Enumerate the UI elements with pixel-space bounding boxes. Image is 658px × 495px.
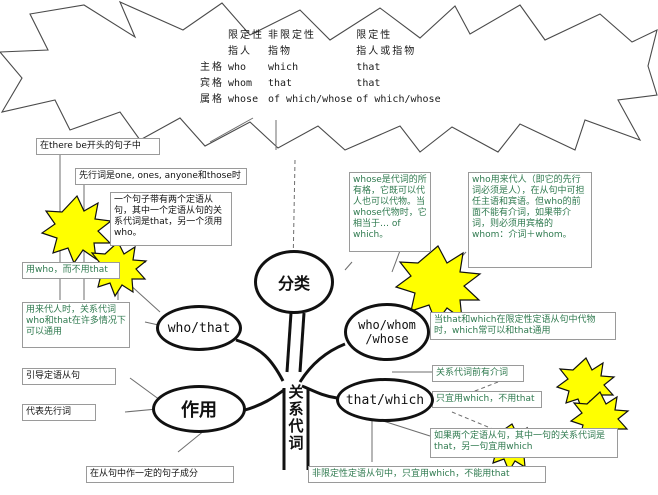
cell-possessive-thing: of which/whose [268, 94, 353, 105]
star-1-icon [40, 194, 113, 265]
note-introduce-attributive-clause[interactable]: 引导定语从句 [22, 368, 116, 385]
note-acts-as-sentence-element[interactable]: 在从句中作一定的句子成分 [86, 466, 234, 483]
center-char-1: 关 [288, 383, 304, 401]
header-restrictive-1: 限定性 [228, 30, 264, 41]
note-who-that-interchangeable[interactable]: 用来代人时，关系代词who和that在许多情况下可以通用 [22, 302, 130, 348]
header-thing: 指物 [268, 46, 292, 57]
note-two-clauses-that-who[interactable]: 一个句子带有两个定语从句，其中一个定语从句的关系代词是that，另一个须用who… [110, 192, 232, 246]
cell-possessive-person: whose [228, 94, 259, 105]
header-person-or-thing: 指人或指物 [356, 46, 417, 57]
cell-objective-thing: that [268, 78, 293, 89]
header-nonrestrictive: 非限定性 [268, 30, 316, 41]
star-4-icon [555, 357, 616, 414]
node-fenlei[interactable]: 分类 [254, 250, 334, 314]
cell-subjective-person: who [228, 62, 247, 73]
center-label-guanxidaici: 关 系 代 词 [287, 384, 305, 452]
node-zuoyong[interactable]: 作用 [152, 385, 246, 433]
note-that-which-interchangeable[interactable]: 当that和which在限定性定语从句中代物时，which常可以和that通用 [430, 312, 616, 340]
node-zuoyong-label: 作用 [181, 400, 217, 421]
note-preposition-before-pronoun[interactable]: 关系代词前有介词 [432, 365, 524, 382]
relative-pronoun-table: 限定性 非限定性 限定性 指人 指物 指人或指物 主格 who which th… [200, 26, 445, 106]
header-restrictive-2: 限定性 [356, 30, 393, 41]
note-antecedent-one-ones[interactable]: 先行词是one, ones, anyone和those时 [75, 168, 247, 185]
note-use-who-not-that[interactable]: 用who，而不用that [22, 262, 120, 279]
node-who-that[interactable]: who/that [156, 305, 242, 351]
note-only-which-not-that[interactable]: 只宜用which，不用that [432, 391, 542, 408]
center-char-3: 代 [288, 417, 304, 435]
cell-objective-person: whom [228, 78, 253, 89]
note-there-be[interactable]: 在there be开头的句子中 [36, 138, 160, 155]
row-label-objective: 宾格 [200, 78, 224, 89]
table-header-row-2: 指人 指物 指人或指物 [200, 42, 445, 58]
table-row: 属格 whose of which/whose of which/whose [200, 90, 445, 106]
table-header-row-1: 限定性 非限定性 限定性 [200, 26, 445, 42]
center-char-2: 系 [288, 400, 304, 418]
row-label-possessive: 属格 [200, 94, 224, 105]
note-represents-antecedent[interactable]: 代表先行词 [22, 404, 96, 421]
node-fenlei-label: 分类 [277, 274, 310, 293]
node-that-which-label: that/which [345, 392, 425, 408]
node-who-that-label: who/that [167, 320, 231, 336]
header-person: 指人 [228, 46, 252, 57]
table-row: 宾格 whom that that [200, 74, 445, 90]
note-nonrestrictive-only-which[interactable]: 非限定性定语从句中，只宜用which，不能用that [308, 466, 546, 483]
node-that-which[interactable]: that/which [336, 378, 434, 422]
table-row: 主格 who which that [200, 58, 445, 74]
note-whose-possessive[interactable]: whose是代词的所有格，它既可以代人也可以代物。当whose代物时，它相当于…… [349, 172, 431, 252]
node-who-whom-whose-label: who/whom /whose [358, 318, 416, 346]
row-label-subjective: 主格 [200, 62, 224, 73]
node-who-whom-whose[interactable]: who/whom /whose [344, 303, 430, 361]
cell-subjective-thing: which [268, 62, 299, 73]
cell-objective-both: that [356, 78, 381, 89]
cell-subjective-both: that [356, 62, 381, 73]
cell-possessive-both: of which/whose [356, 94, 441, 105]
note-two-clauses-that-which[interactable]: 如果两个定语从句，其中一句的关系代词是that，另一句宜用which [430, 428, 618, 458]
center-char-4: 词 [288, 434, 304, 452]
note-who-refers-to-person[interactable]: who用来代人（即它的先行词必须是人），在从句中可担任主语和宾语。但who的前面… [468, 172, 592, 268]
